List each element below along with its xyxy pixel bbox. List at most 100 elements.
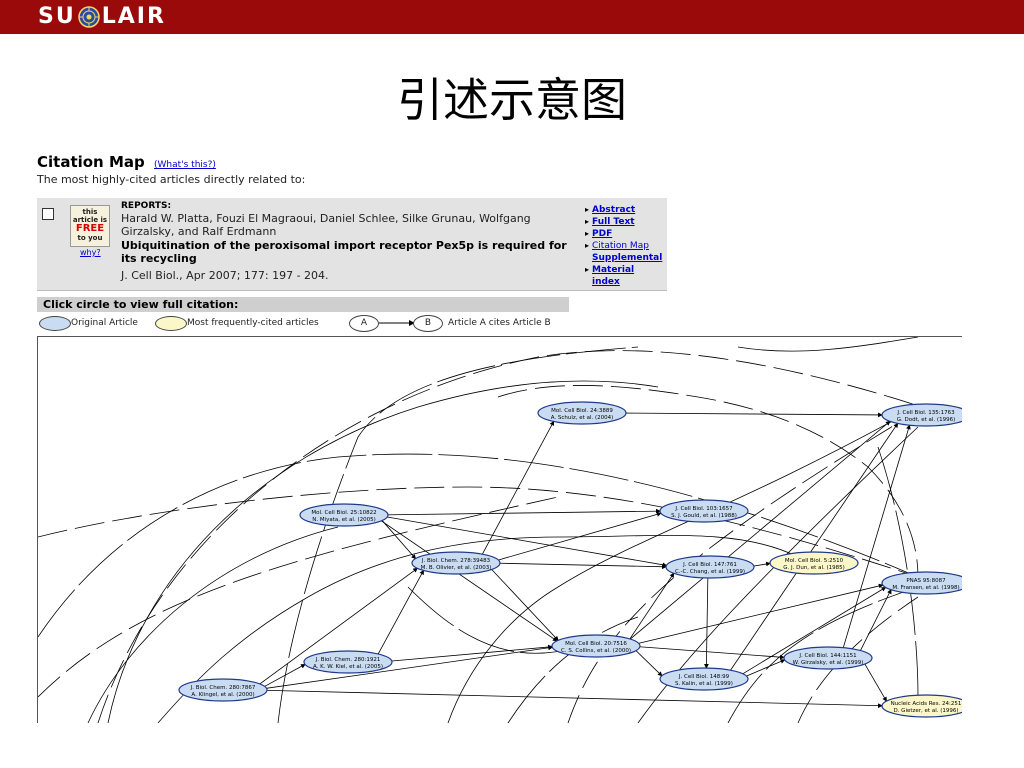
article-title[interactable]: Ubiquitination of the peroxisomal import… — [121, 239, 567, 265]
full-text-link[interactable]: Full Text — [585, 216, 667, 228]
graph-curve — [447, 406, 919, 723]
citation-edge — [490, 567, 559, 641]
citation-edge — [740, 586, 887, 676]
badge-free-text: FREE — [75, 223, 105, 234]
citation-node-label: J. Biol. Chem. 278:39483 — [421, 558, 491, 564]
citation-map-subtitle: The most highly-cited articles directly … — [37, 173, 306, 186]
badge-top-text: this article is — [72, 208, 108, 224]
citation-node-label: J. Biol. Chem. 280:1921 — [315, 657, 381, 663]
citation-edge — [621, 412, 883, 418]
graph-curve — [567, 416, 909, 723]
citation-node-oval[interactable] — [303, 650, 393, 674]
supplemental-link[interactable]: Supplemental — [592, 253, 663, 263]
citation-node-oval[interactable] — [665, 555, 755, 579]
citation-node-oval[interactable] — [881, 571, 962, 595]
graph-curve — [87, 526, 339, 723]
citation-node-oval[interactable] — [178, 678, 268, 702]
material-link[interactable]: Material — [585, 264, 667, 276]
citation-map-heading: Citation Map — [37, 153, 145, 171]
citation-node-n13[interactable]: J. Cell Biol. 148:99S. Kalin, et al. (19… — [659, 667, 749, 691]
citation-edge — [628, 572, 675, 641]
citation-node-oval[interactable] — [411, 551, 501, 575]
graph-curve — [737, 337, 919, 352]
citation-edge — [495, 562, 667, 570]
citation-node-label: C.-C. Chang, et al. (1999) — [675, 569, 745, 575]
citation-edge — [842, 424, 911, 649]
citation-edge — [262, 689, 883, 709]
abstract-link[interactable]: Abstract — [585, 204, 667, 216]
citation-edge — [704, 576, 709, 669]
graph-curve — [157, 535, 799, 723]
brand-text-right: LAIR — [101, 4, 166, 29]
free-article-badge: this article is FREE to you — [70, 205, 110, 247]
legend-arrow-icon — [379, 320, 415, 326]
citation-node-label: J. Cell Biol. 135:1763 — [896, 410, 955, 416]
citation-node-oval[interactable] — [881, 403, 962, 427]
citation-node-oval[interactable] — [783, 646, 873, 670]
article-journal: J. Cell Biol., Apr 2007; 177: 197 - 204. — [121, 269, 329, 282]
index-link[interactable]: index — [592, 277, 620, 287]
graph-curve — [507, 616, 639, 723]
citation-node-label: Mol. Cell Biol. 24:3889 — [551, 408, 613, 414]
citation-edge — [635, 583, 884, 645]
citation-edge — [859, 588, 892, 653]
brand-logo[interactable]: SU LAIR — [38, 4, 166, 29]
citation-node-oval[interactable] — [659, 667, 749, 691]
citation-node-label: M. B. Olivier, et al. (2003) — [421, 565, 492, 571]
header-bar: SU LAIR — [0, 0, 1024, 34]
citation-edge — [387, 644, 553, 662]
article-links: Abstract Full Text PDF Citation Map Supp… — [585, 204, 667, 288]
pdf-link[interactable]: PDF — [585, 228, 667, 240]
citation-map-title: Citation Map (What's this?) — [37, 153, 216, 171]
citation-edge — [633, 648, 663, 677]
legend-relation-label: Article A cites Article B — [448, 318, 551, 328]
select-article-checkbox[interactable] — [42, 208, 54, 220]
graph-curve — [637, 426, 919, 723]
seal-icon — [77, 5, 100, 28]
graph-curve — [727, 586, 919, 723]
section-label: REPORTS: — [121, 201, 172, 211]
citation-edge — [495, 512, 662, 562]
citation-node-oval[interactable] — [881, 694, 962, 718]
citation-node-oval[interactable] — [659, 499, 749, 523]
graph-curve — [38, 496, 559, 698]
graph-curve — [38, 453, 919, 638]
citation-node-oval[interactable] — [537, 401, 627, 425]
citation-edge — [262, 645, 554, 690]
citation-node-oval[interactable] — [769, 551, 859, 575]
citation-node-label: D. Gietzer, et al. (1996) — [893, 708, 958, 714]
citation-edge — [481, 420, 555, 556]
citation-edge — [261, 664, 306, 689]
citation-edge — [377, 569, 424, 656]
badge-bottom-text: to you — [77, 234, 103, 242]
citation-node-label: S. J. Gould, et al. (1988) — [671, 513, 737, 519]
why-link[interactable]: why? — [80, 248, 101, 257]
graph-curve — [107, 380, 659, 723]
citation-node-oval[interactable] — [551, 634, 641, 658]
citation-edge — [628, 420, 891, 641]
citation-node-label: J. Cell Biol. 103:1657 — [674, 506, 733, 512]
whats-this-link[interactable]: (What's this?) — [153, 160, 216, 170]
citation-node-label: J. Cell Biol. 144:1151 — [798, 653, 856, 659]
graph-curve — [97, 350, 923, 723]
citation-node-oval[interactable] — [299, 503, 389, 527]
article-card: this article is FREE to you why? REPORTS… — [37, 198, 667, 291]
citation-edge — [863, 662, 887, 702]
citation-node-label: Nucleic Acids Res. 24:251 — [891, 701, 962, 707]
citation-map-link[interactable]: Citation Map — [585, 240, 667, 252]
